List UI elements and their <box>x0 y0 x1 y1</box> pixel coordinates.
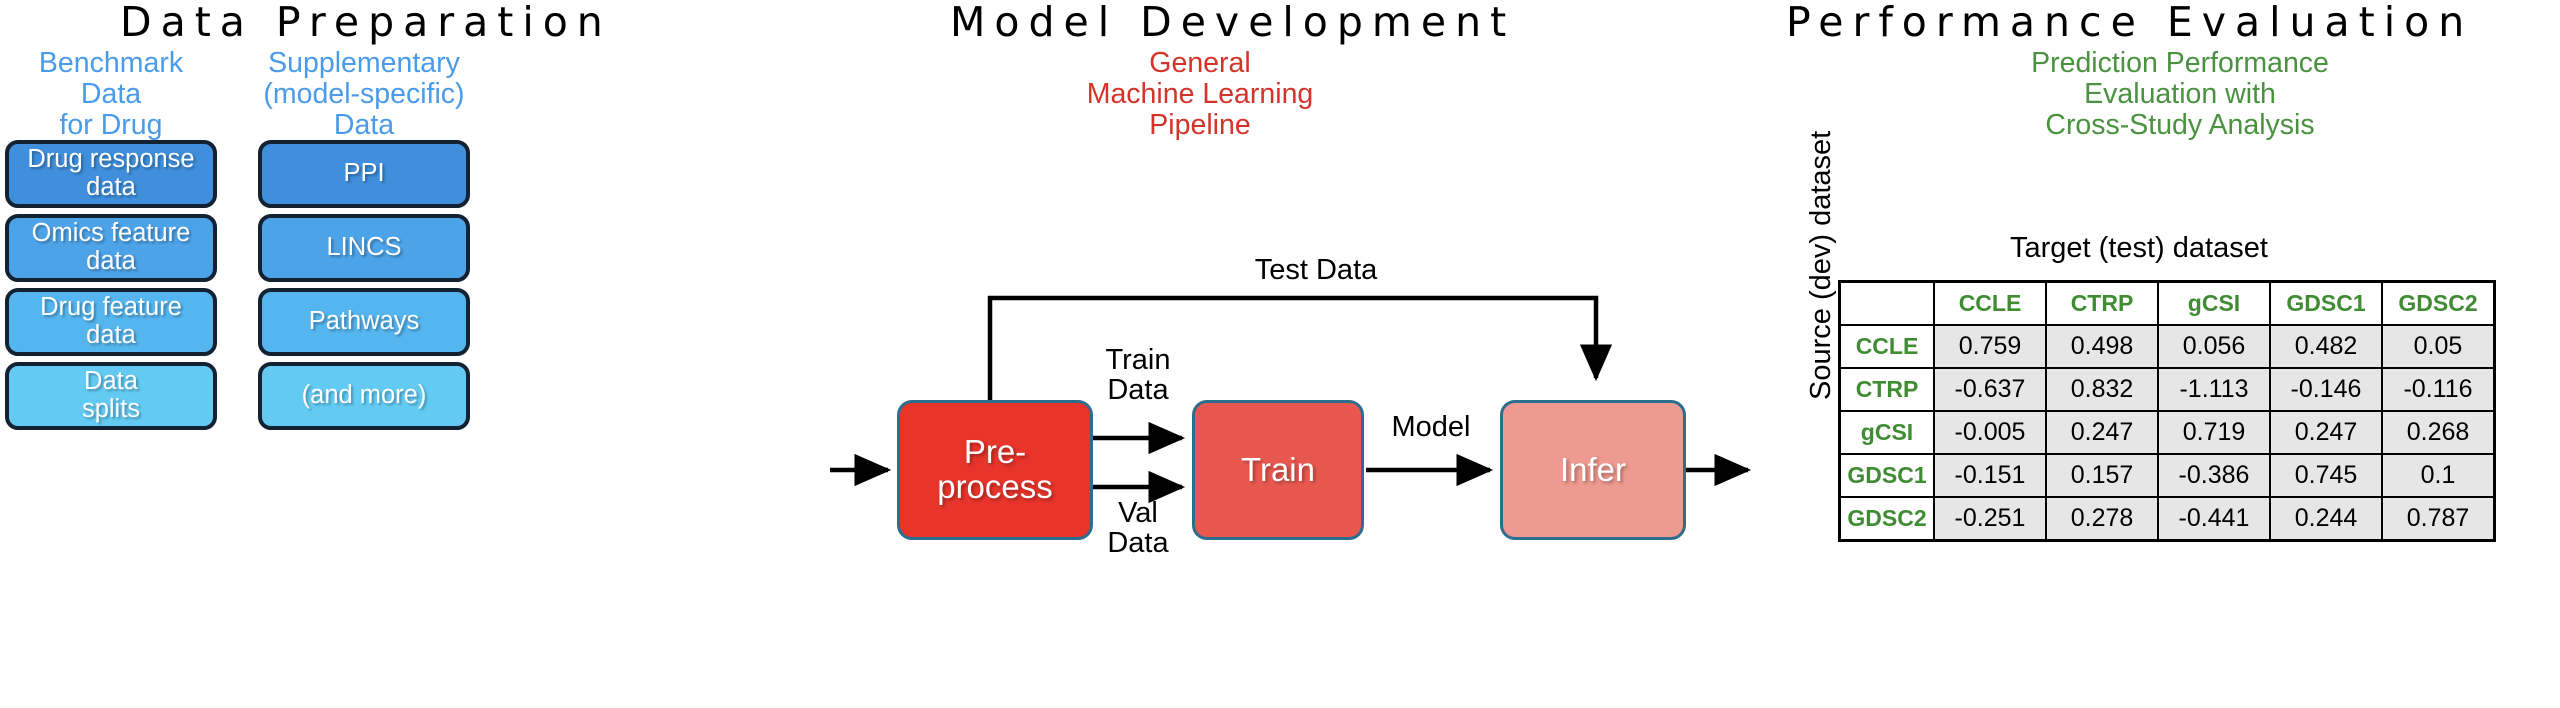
table-cell: 0.498 <box>2045 324 2159 369</box>
table-cell: 0.1 <box>2381 453 2496 498</box>
data-prep-box[interactable]: LINCS <box>258 214 470 282</box>
data-prep-box[interactable]: PPI <box>258 140 470 208</box>
table-cell: -0.441 <box>2157 496 2271 542</box>
pipeline-node-preprocess[interactable]: Pre- process <box>897 400 1093 540</box>
table-cell: 0.745 <box>2269 453 2383 498</box>
table-col-header: GDSC2 <box>2381 280 2496 326</box>
table-row: gCSI -0.005 0.247 0.719 0.247 0.268 <box>1838 410 2496 455</box>
table-cell: -1.113 <box>2157 367 2271 412</box>
table-corner-cell <box>1838 280 1935 326</box>
table-cell: 0.056 <box>2157 324 2271 369</box>
table-cell: 0.787 <box>2381 496 2496 542</box>
pipeline-node-train[interactable]: Train <box>1192 400 1364 540</box>
table-cell: 0.268 <box>2381 410 2496 455</box>
data-prep-box[interactable]: Drug response data <box>5 140 217 208</box>
performance-eval-subtitle: Prediction Performance Evaluation with C… <box>2031 47 2329 141</box>
table-cell: 0.278 <box>2045 496 2159 542</box>
data-prep-column-benchmark: Drug response data Omics feature data Dr… <box>5 140 217 436</box>
table-cell: -0.151 <box>1933 453 2047 498</box>
table-cell: -0.251 <box>1933 496 2047 542</box>
data-prep-column-supplementary: PPI LINCS Pathways (and more) <box>258 140 470 436</box>
table-cell: 0.05 <box>2381 324 2496 369</box>
table-cell: 0.244 <box>2269 496 2383 542</box>
table-row: GDSC1 -0.151 0.157 -0.386 0.745 0.1 <box>1838 453 2496 498</box>
data-prep-box[interactable]: Data splits <box>5 362 217 430</box>
table-caption-source: Source (dev) dataset <box>1805 130 1837 400</box>
panel-title-model-development: Model Development <box>950 0 1516 46</box>
table-caption-target: Target (test) dataset <box>2010 232 2268 264</box>
table-row-header: GDSC2 <box>1838 496 1935 542</box>
table-cell: 0.247 <box>2045 410 2159 455</box>
table-header-row: CCLE CTRP gCSI GDSC1 GDSC2 <box>1838 280 2496 326</box>
edge-label-test-data: Test Data <box>1254 254 1378 286</box>
table-col-header: CTRP <box>2045 280 2159 326</box>
table-col-header: GDSC1 <box>2269 280 2383 326</box>
table-row-header: CCLE <box>1838 324 1935 369</box>
table-row: GDSC2 -0.251 0.278 -0.441 0.244 0.787 <box>1838 496 2496 542</box>
data-prep-box[interactable]: Omics feature data <box>5 214 217 282</box>
table-col-header: gCSI <box>2157 280 2271 326</box>
table-row: CCLE 0.759 0.498 0.056 0.482 0.05 <box>1838 324 2496 369</box>
pipeline-node-infer[interactable]: Infer <box>1500 400 1686 540</box>
table-cell: -0.637 <box>1933 367 2047 412</box>
table-row-header: gCSI <box>1838 410 1935 455</box>
table-cell: 0.247 <box>2269 410 2383 455</box>
panel-title-performance-evaluation: Performance Evaluation <box>1786 0 2474 46</box>
table-cell: 0.157 <box>2045 453 2159 498</box>
table-cell: -0.386 <box>2157 453 2271 498</box>
edge-label-val-data: Val Data <box>1107 497 1169 560</box>
edge-label-model: Model <box>1391 411 1471 443</box>
model-dev-subtitle: General Machine Learning Pipeline <box>1086 47 1314 141</box>
edge-label-train-data: Train Data <box>1105 344 1171 407</box>
data-prep-col2-subtitle: Supplementary (model-specific) Data <box>263 47 465 141</box>
data-prep-box[interactable]: Pathways <box>258 288 470 356</box>
table-row: CTRP -0.637 0.832 -1.113 -0.146 -0.116 <box>1838 367 2496 412</box>
performance-table: CCLE CTRP gCSI GDSC1 GDSC2 CCLE 0.759 0.… <box>1838 280 2496 542</box>
panel-title-data-preparation: Data Preparation <box>120 0 612 46</box>
data-prep-box[interactable]: Drug feature data <box>5 288 217 356</box>
table-cell: 0.832 <box>2045 367 2159 412</box>
table-col-header: CCLE <box>1933 280 2047 326</box>
table-cell: -0.005 <box>1933 410 2047 455</box>
table-cell: -0.146 <box>2269 367 2383 412</box>
data-prep-box[interactable]: (and more) <box>258 362 470 430</box>
table-cell: -0.116 <box>2381 367 2496 412</box>
table-cell: 0.482 <box>2269 324 2383 369</box>
table-cell: 0.719 <box>2157 410 2271 455</box>
table-row-header: CTRP <box>1838 367 1935 412</box>
table-cell: 0.759 <box>1933 324 2047 369</box>
table-row-header: GDSC1 <box>1838 453 1935 498</box>
